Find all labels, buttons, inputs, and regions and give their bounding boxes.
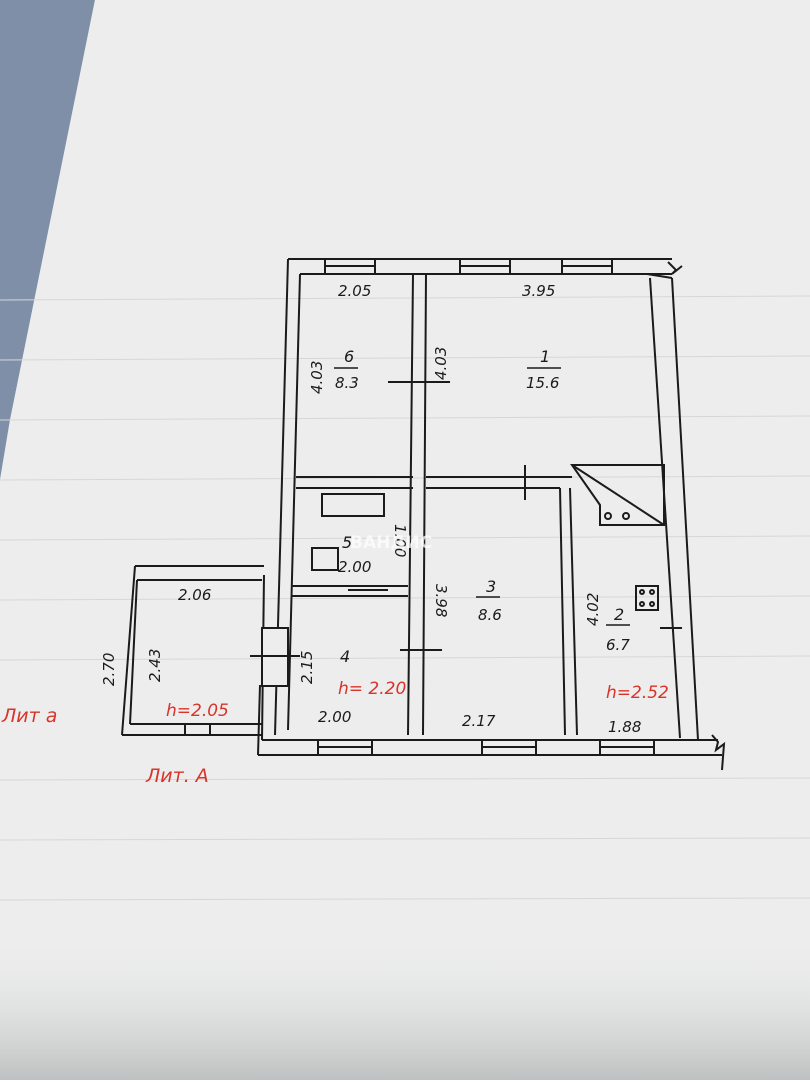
dim-annex-width: 2.06 xyxy=(178,586,211,604)
room-4-number: 4 xyxy=(340,647,350,666)
room-3-number: 3 xyxy=(486,577,496,596)
room-3-area: 8.6 xyxy=(478,606,502,624)
dim-room6-width: 2.05 xyxy=(338,282,371,300)
bottom-shadow xyxy=(0,940,810,1080)
dim-room5-depth: 1.00 xyxy=(391,524,409,557)
room-2-number: 2 xyxy=(614,605,624,624)
dim-annex-depth-inner: 2.43 xyxy=(146,649,164,682)
fraction-bars xyxy=(334,367,630,626)
dim-room2-width: 1.88 xyxy=(608,718,641,736)
sink-fixture xyxy=(311,547,339,571)
room-6-number: 6 xyxy=(344,347,354,366)
bathtub-fixture xyxy=(321,493,385,517)
room-1-number: 1 xyxy=(540,347,550,366)
fixtures xyxy=(311,464,665,611)
room-6-area: 8.3 xyxy=(335,374,359,392)
boiler-fixture xyxy=(635,585,659,611)
label-lit-main: Лит. А xyxy=(145,765,209,787)
dim-room2-height: h=2.52 xyxy=(606,683,669,703)
dim-room4-depth: 2.15 xyxy=(298,651,316,684)
dim-annex-height: h=2.05 xyxy=(166,701,229,721)
dim-room1-width: 3.95 xyxy=(522,282,555,300)
dim-room3-depth: 3.98 xyxy=(432,584,450,617)
dim-annex-depth-outer: 2.70 xyxy=(100,653,118,686)
dim-room4-width: 2.00 xyxy=(318,708,351,726)
dim-room6-depth-left: 4.03 xyxy=(308,361,326,394)
room-4-height: h= 2.20 xyxy=(338,679,406,699)
room-2-area: 6.7 xyxy=(606,636,630,654)
paper-shadow xyxy=(0,0,95,480)
room-1-area: 15.6 xyxy=(526,374,559,392)
room-5-number: 5 xyxy=(342,533,352,552)
walls xyxy=(121,258,726,771)
room-5-dimension: 2.00 xyxy=(338,558,371,576)
dim-room2-depth: 4.02 xyxy=(584,593,602,626)
dim-room3-width: 2.17 xyxy=(462,712,496,730)
paper-ruling xyxy=(0,295,810,901)
dim-room6-depth-right: 4.03 xyxy=(432,347,450,380)
label-lit-small: Лит а xyxy=(1,705,57,727)
watermark-text: ВАНДИС xyxy=(350,533,432,553)
stove-fixture xyxy=(570,464,665,526)
